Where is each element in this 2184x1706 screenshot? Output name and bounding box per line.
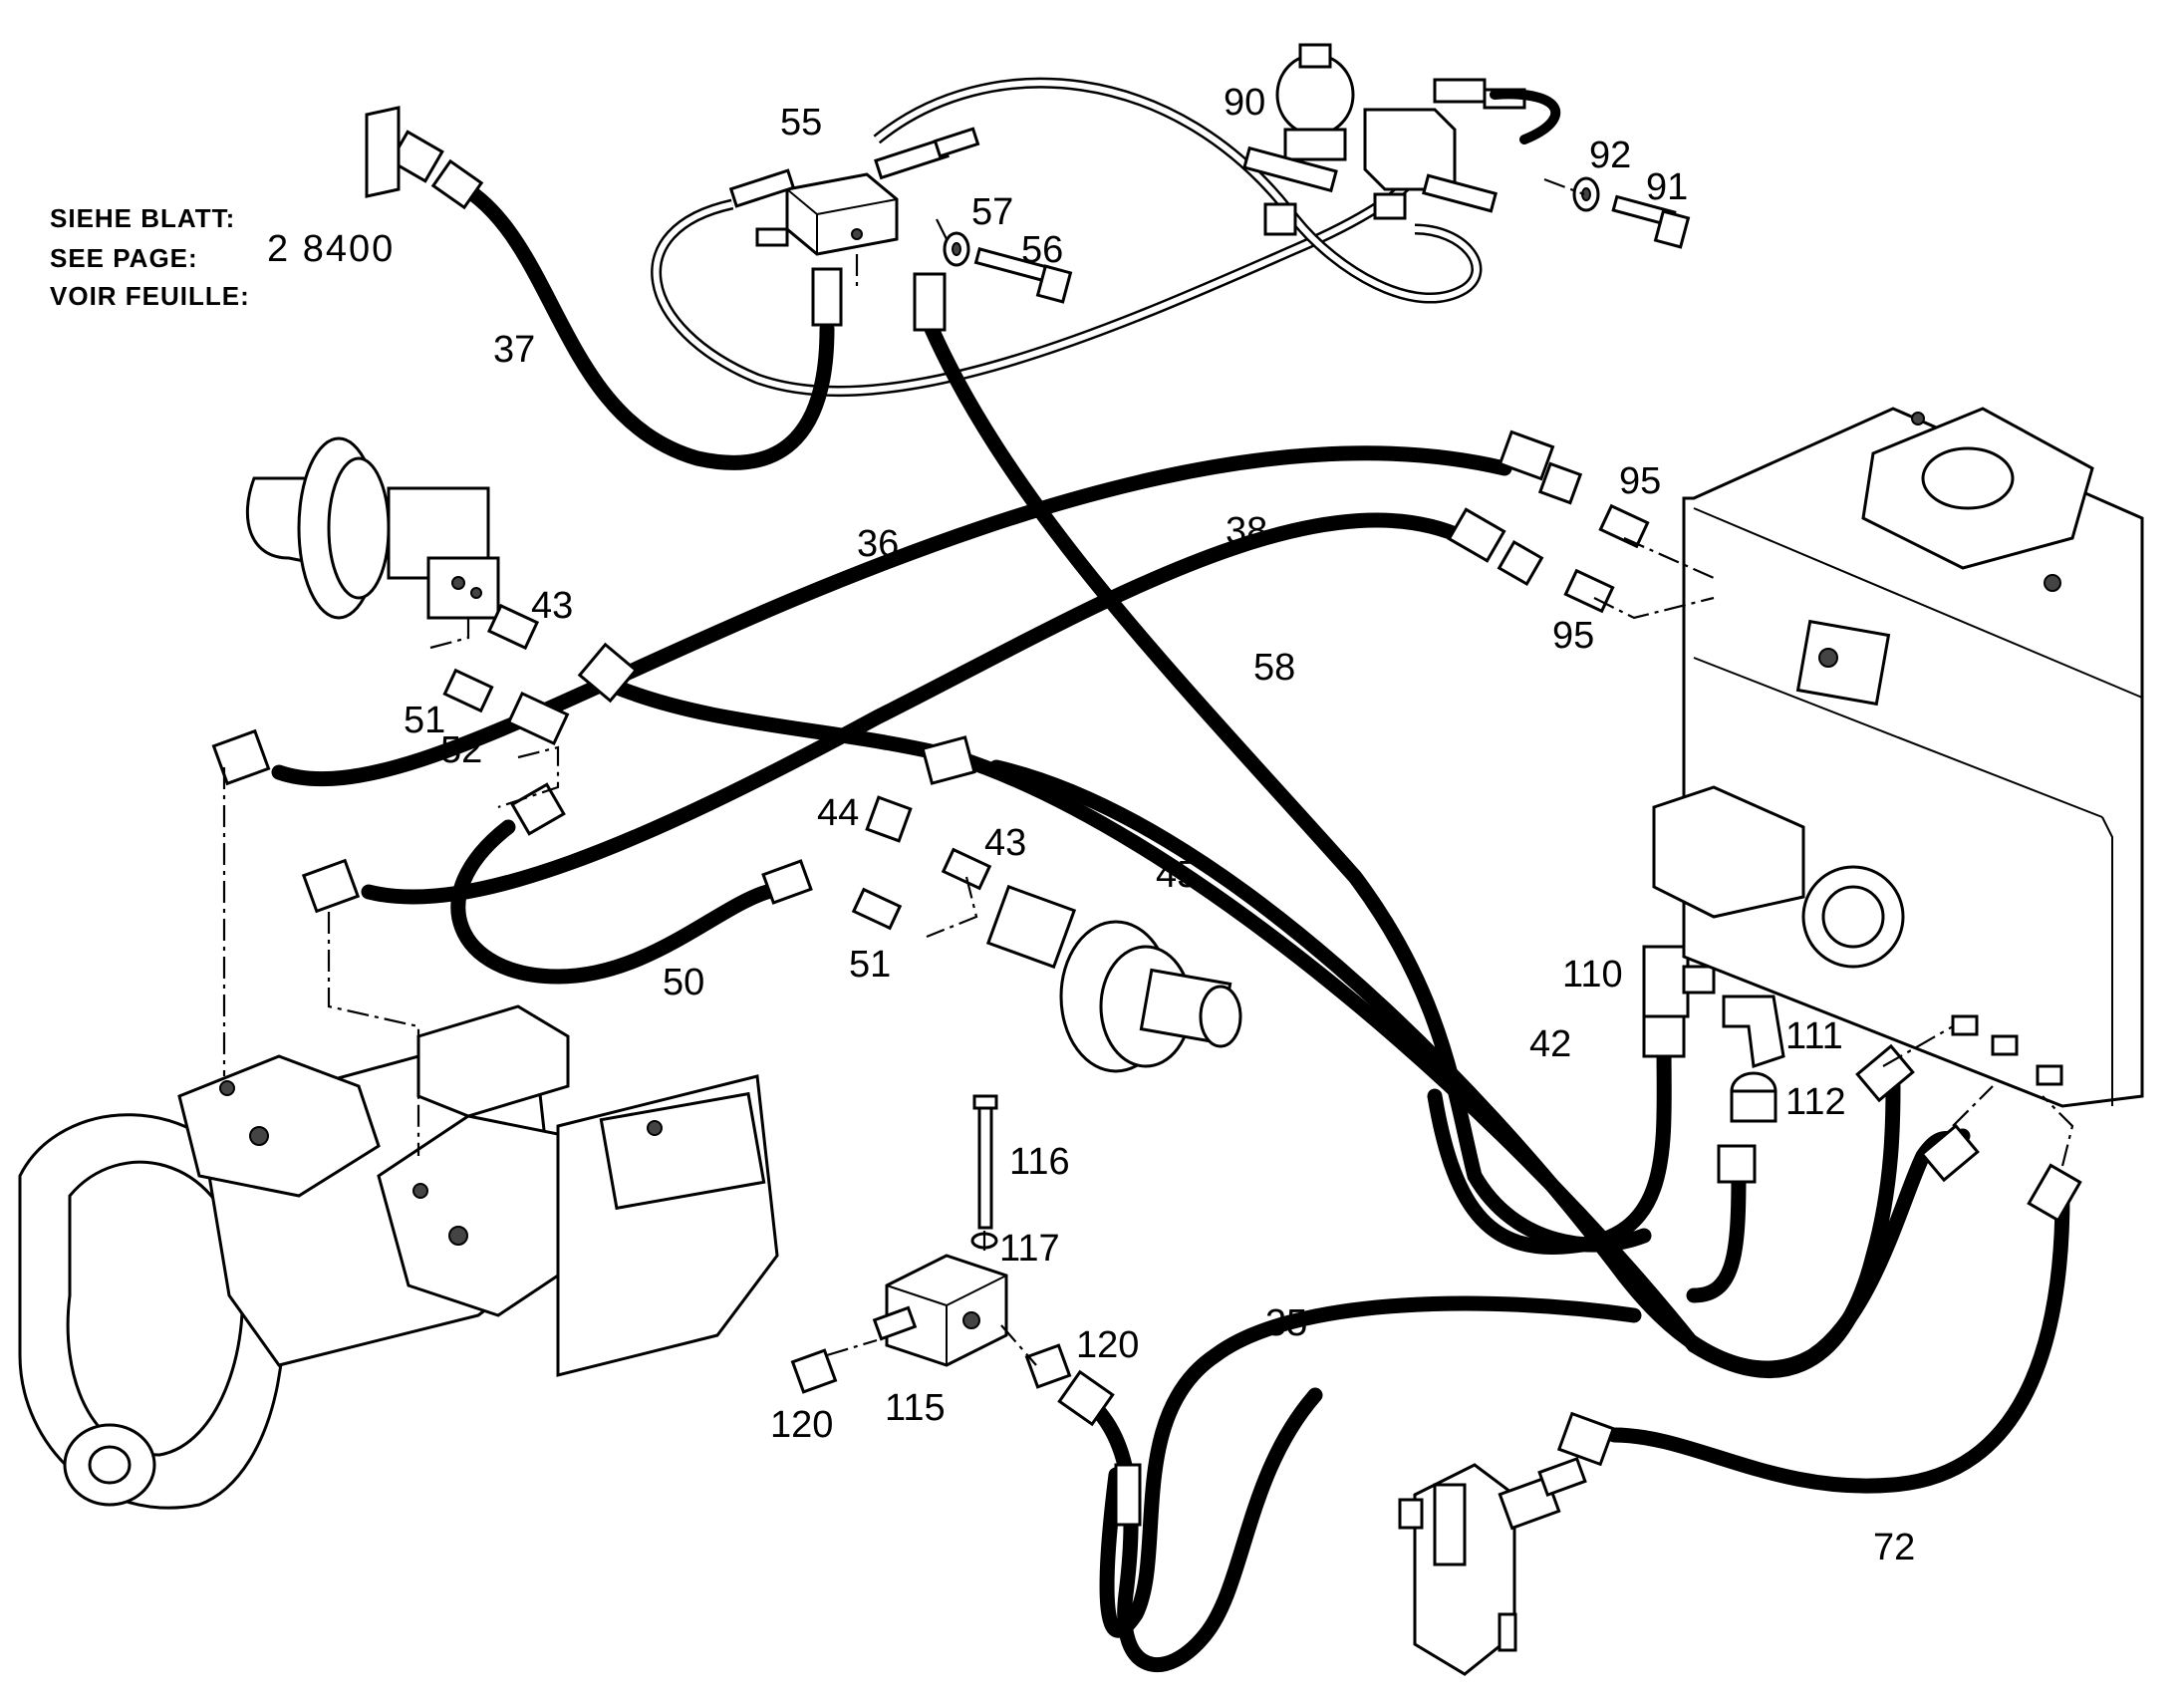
callout-51-lower: 51 — [849, 944, 891, 986]
fitting-43-lower — [941, 847, 992, 891]
hose-35 — [1099, 1295, 1642, 1638]
callout-117: 117 — [999, 1228, 1060, 1270]
fitting-95-upper — [1598, 503, 1650, 549]
hose-37 — [450, 176, 835, 470]
callout-92: 92 — [1589, 135, 1631, 176]
callout-58: 58 — [1253, 647, 1295, 689]
callout-52: 52 — [440, 729, 482, 771]
callout-45: 45 — [1156, 854, 1198, 896]
bolt-91 — [1611, 194, 1691, 249]
fitting-43-upper — [486, 603, 540, 651]
callout-95-upper: 95 — [1619, 460, 1661, 502]
callout-120-right: 120 — [1076, 1324, 1139, 1366]
hydraulic-pump — [18, 1004, 779, 1510]
callout-72: 72 — [1873, 1527, 1915, 1568]
page-reference: SIEHE BLATT: SEE PAGE: VOIR FEUILLE: 2 8… — [50, 203, 395, 311]
bracket-plate — [365, 106, 401, 198]
plug-120-left — [790, 1348, 838, 1394]
callout-111: 111 — [1785, 1015, 1843, 1057]
adapter-112 — [1730, 1071, 1777, 1123]
hose-112 — [1686, 1168, 1747, 1303]
callout-35: 35 — [1265, 1302, 1307, 1344]
callout-51-upper: 51 — [404, 700, 445, 741]
bolt-116 — [972, 1094, 998, 1230]
callout-115: 115 — [885, 1387, 946, 1429]
washer-57 — [943, 231, 970, 267]
swing-motor-lower — [985, 884, 1242, 1073]
callout-55: 55 — [780, 102, 822, 143]
reference-label-fr: VOIR FEUILLE: — [50, 281, 250, 311]
callout-42: 42 — [1529, 1023, 1571, 1065]
hose-fittings — [211, 130, 2082, 1527]
hose-110 — [1427, 1038, 1672, 1255]
pilot-valve-72 — [1398, 1456, 1587, 1676]
callout-91: 91 — [1646, 166, 1688, 208]
callout-44: 44 — [817, 792, 859, 834]
tee-fitting-110 — [1642, 945, 1716, 1018]
engine-block — [1652, 407, 2144, 1108]
manifold-115 — [872, 1254, 1008, 1367]
valve-block-55 — [728, 127, 980, 256]
reference-label-en: SEE PAGE: — [50, 243, 198, 273]
swing-motor-upper — [246, 436, 500, 620]
elbow-111 — [1722, 995, 1785, 1069]
fitting-51-lower — [851, 887, 903, 931]
reference-page-number: 2 8400 — [267, 228, 395, 270]
bolt-56 — [973, 247, 1073, 304]
callout-labels: 37 55 57 56 90 92 91 95 95 36 38 43 58 5… — [404, 82, 1915, 1568]
callout-116: 116 — [1009, 1141, 1070, 1183]
leader-lines — [222, 177, 2074, 1366]
fitting-52 — [506, 691, 570, 746]
fitting-51-upper — [442, 668, 494, 713]
fitting-44 — [865, 795, 913, 843]
fitting-95-lower — [1563, 568, 1615, 614]
callout-95-lower: 95 — [1552, 615, 1594, 657]
callout-112: 112 — [1785, 1081, 1846, 1123]
callout-43-upper: 43 — [531, 585, 573, 627]
callout-90: 90 — [1224, 82, 1265, 124]
hose-50 — [450, 819, 775, 985]
callout-38: 38 — [1226, 510, 1267, 552]
reference-label-de: SIEHE BLATT: — [50, 203, 235, 233]
hose-42 — [988, 759, 1971, 1376]
accumulator-90 — [1242, 43, 1561, 236]
callout-37: 37 — [493, 329, 535, 371]
plug-120-right — [1024, 1343, 1072, 1389]
hose-38 — [361, 512, 1473, 905]
callout-50: 50 — [663, 962, 704, 1003]
callout-36: 36 — [857, 523, 899, 565]
callout-57: 57 — [971, 191, 1013, 233]
washer-92 — [1572, 176, 1600, 212]
callout-110: 110 — [1562, 954, 1623, 995]
hose-58 — [924, 321, 1652, 1253]
callout-56: 56 — [1021, 229, 1063, 271]
hose-36 — [271, 445, 1512, 787]
callout-43-lower: 43 — [984, 822, 1026, 864]
hose-72 — [1606, 1188, 2070, 1494]
callout-120-left: 120 — [770, 1404, 833, 1446]
